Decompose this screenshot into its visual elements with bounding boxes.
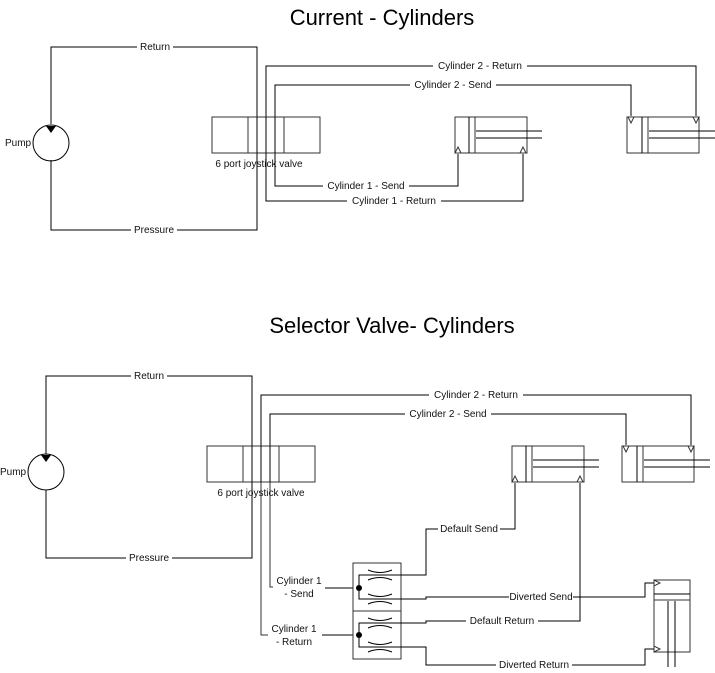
cylinder-2 bbox=[626, 116, 715, 154]
pressure-label: Pressure bbox=[129, 553, 169, 564]
cylinder2-send-label: Cylinder 2 - Send bbox=[409, 409, 486, 420]
cylinder1-return-label-2: - Return bbox=[276, 637, 312, 648]
selector-valve-diagram: Selector Valve- Cylinders Return Pressur… bbox=[0, 313, 710, 671]
selector-valve bbox=[352, 562, 402, 660]
cylinder1-send-label: Cylinder 1 - Send bbox=[327, 181, 404, 192]
cylinder2-return-label: Cylinder 2 - Return bbox=[434, 390, 518, 401]
default-send-line bbox=[400, 483, 516, 576]
cylinder-1 bbox=[511, 445, 599, 483]
joystick-valve-label: 6 port joystick valve bbox=[215, 159, 303, 170]
default-return-label: Default Return bbox=[470, 616, 534, 627]
selector-diagram-title: Selector Valve- Cylinders bbox=[269, 313, 514, 338]
cylinder-3-vertical bbox=[653, 579, 691, 667]
default-return-line bbox=[400, 483, 581, 624]
diverted-send-label: Diverted Send bbox=[509, 592, 572, 603]
cylinder2-return-label: Cylinder 2 - Return bbox=[438, 61, 522, 72]
current-diagram-title: Current - Cylinders bbox=[290, 5, 475, 30]
cylinder1-return-line bbox=[265, 153, 524, 202]
cylinder1-send-label-2: - Send bbox=[284, 589, 313, 600]
cylinder1-return-label: Cylinder 1 - Return bbox=[352, 196, 436, 207]
return-label: Return bbox=[134, 371, 164, 382]
pressure-label: Pressure bbox=[134, 225, 174, 236]
pump-label: Pump bbox=[5, 138, 32, 149]
cylinder-2 bbox=[621, 445, 710, 483]
diverted-return-label: Diverted Return bbox=[499, 660, 569, 671]
cylinder1-send-label-1: Cylinder 1 bbox=[276, 576, 321, 587]
pump-icon bbox=[27, 453, 65, 491]
pump-label: Pump bbox=[0, 467, 27, 478]
joystick-valve-label: 6 port joystick valve bbox=[217, 488, 305, 499]
joystick-valve bbox=[211, 116, 321, 154]
cylinder1-return-line bbox=[260, 482, 268, 636]
cylinder1-return-label-1: Cylinder 1 bbox=[271, 624, 316, 635]
cylinder1-send-line bbox=[269, 482, 273, 588]
joystick-valve bbox=[206, 445, 316, 483]
pump-icon bbox=[32, 124, 70, 162]
cylinder2-send-label: Cylinder 2 - Send bbox=[414, 80, 491, 91]
default-send-label: Default Send bbox=[440, 524, 498, 535]
current-cylinders-diagram: Current - Cylinders Return Pressure Pump… bbox=[5, 5, 715, 236]
cylinder-1 bbox=[454, 116, 542, 154]
return-label: Return bbox=[140, 42, 170, 53]
